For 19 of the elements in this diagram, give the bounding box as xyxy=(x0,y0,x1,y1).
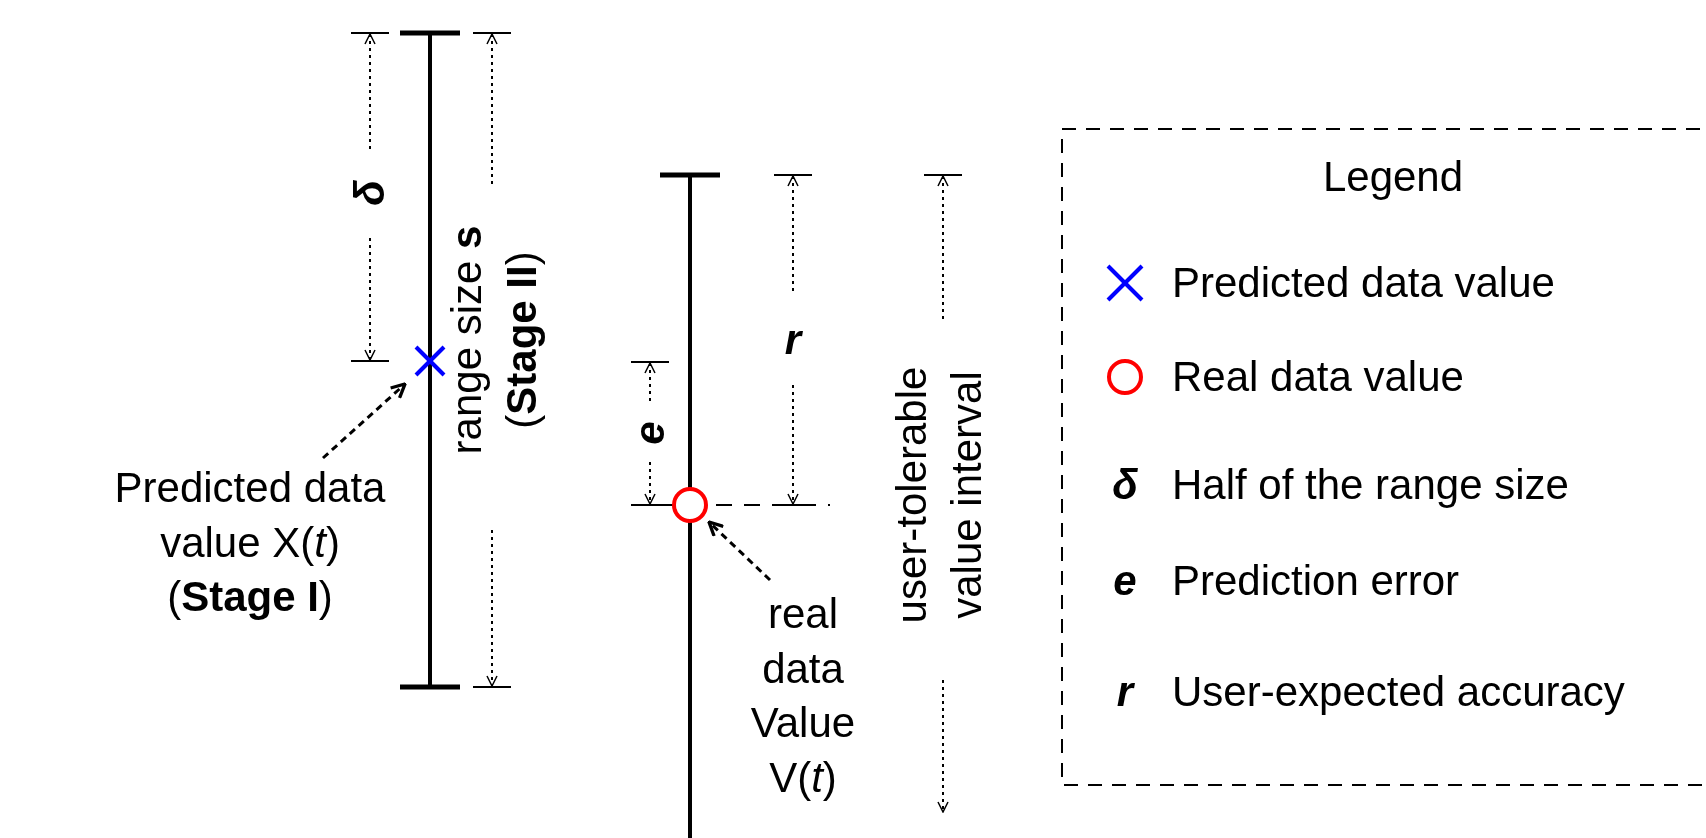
annotation-text: real data Value V(t) xyxy=(733,586,873,806)
annotation-text: Predicted data value X(t) (Stage I) xyxy=(107,461,393,625)
legend-text: Predicted data value xyxy=(1172,259,1555,307)
dimension-label: user-tolerable value interval xyxy=(887,365,991,626)
leader-line xyxy=(707,520,772,582)
legend-symbol: e xyxy=(1113,555,1137,606)
legend-text: Prediction error xyxy=(1172,557,1460,605)
circle-marker xyxy=(670,485,710,525)
legend-symbol: r xyxy=(1116,666,1134,717)
legend-text: Real data value xyxy=(1172,353,1464,401)
cross-marker xyxy=(413,344,447,378)
legend-symbol: δ xyxy=(1112,459,1138,510)
leader-line xyxy=(322,382,407,460)
dimension-label: δ xyxy=(344,180,394,206)
dimension-label: e xyxy=(624,421,674,445)
dimension-label: r xyxy=(784,314,802,365)
legend-title: Legend xyxy=(1322,151,1464,202)
legend-text: User-expected accuracy xyxy=(1172,668,1625,716)
legend-text: Half of the range size xyxy=(1172,461,1569,509)
